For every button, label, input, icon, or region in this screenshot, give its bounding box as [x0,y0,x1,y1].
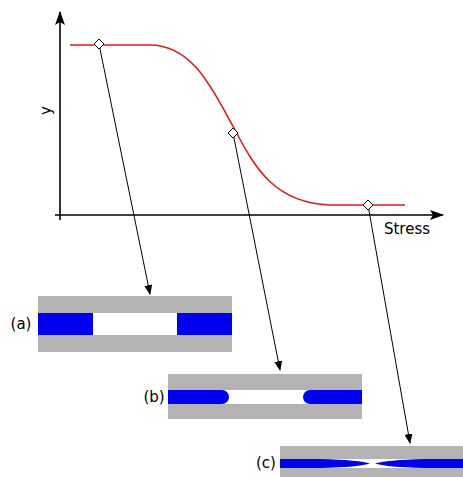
panel-label: (b) [143,390,164,405]
leader-arrow [99,44,150,294]
leader-arrow [233,133,280,370]
axis-label: y [38,106,53,115]
gap-illustration-c [280,446,463,477]
panel-label: (c) [256,456,276,471]
point-marker [363,200,373,210]
point-marker [228,128,238,138]
panel-label: (a) [11,317,32,332]
gap-illustration-b [168,374,362,419]
point-marker [94,39,104,49]
y-axis [59,12,61,220]
sigmoid-curve [70,45,405,205]
axis-label: Stress [384,222,430,237]
gap-illustration-a [38,296,232,352]
leader-arrow [368,205,410,443]
